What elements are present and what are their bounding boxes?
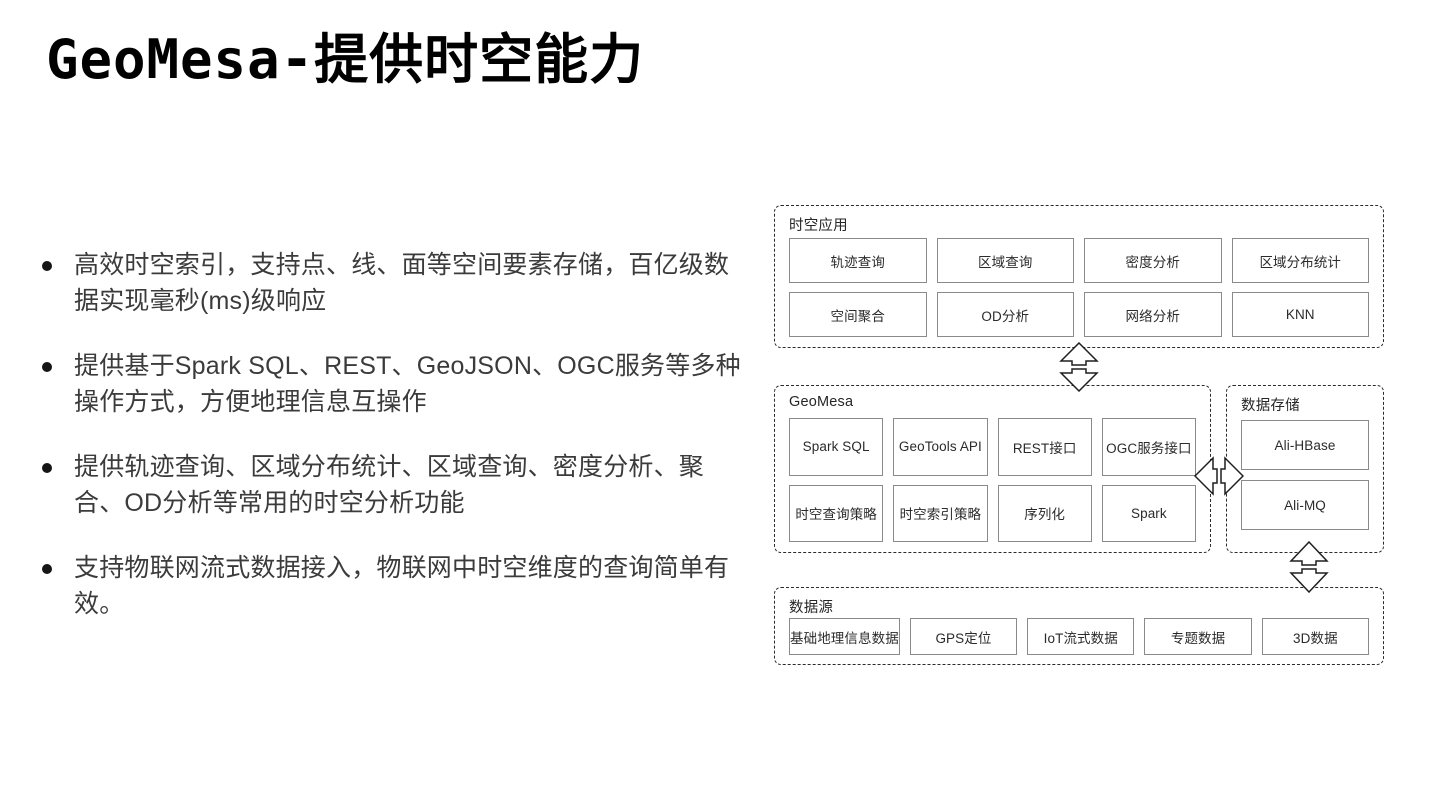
group-spatiotemporal-applications: 时空应用 轨迹查询 区域查询 密度分析 区域分布统计 空间聚合 OD分析 网络分… — [774, 205, 1384, 348]
node-box[interactable]: Spark SQL — [789, 418, 884, 476]
node-box[interactable]: 3D数据 — [1261, 618, 1369, 655]
group-body: 基础地理信息数据 GPS定位 IoT流式数据 专题数据 3D数据 — [789, 618, 1369, 655]
node-box[interactable]: 专题数据 — [1144, 618, 1252, 655]
list-item-text: 高效时空索引，支持点、线、面等空间要素存储，百亿级数据实现毫秒(ms)级响应 — [74, 251, 730, 315]
double-arrow-vertical-icon — [1056, 342, 1102, 392]
node-row: Spark SQL GeoTools API REST接口 OGC服务接口 — [789, 418, 1196, 476]
node-box[interactable]: GPS定位 — [909, 618, 1018, 655]
bullet-dot-icon — [42, 463, 52, 473]
list-item: 提供基于Spark SQL、REST、GeoJSON、OGC服务等多种操作方式，… — [36, 349, 748, 420]
architecture-diagram: 时空应用 轨迹查询 区域查询 密度分析 区域分布统计 空间聚合 OD分析 网络分… — [774, 205, 1384, 665]
list-item-text: 提供基于Spark SQL、REST、GeoJSON、OGC服务等多种操作方式，… — [74, 352, 741, 416]
bullet-dot-icon — [42, 362, 52, 372]
group-label: 数据存储 — [1241, 398, 1300, 414]
node-box[interactable]: GeoTools API — [893, 418, 988, 476]
node-box[interactable]: 区域查询 — [936, 238, 1074, 283]
group-label: 时空应用 — [789, 218, 848, 234]
group-data-storage: 数据存储 Ali-HBase Ali-MQ — [1226, 385, 1384, 553]
node-row: 基础地理信息数据 GPS定位 IoT流式数据 专题数据 3D数据 — [789, 618, 1369, 655]
group-geomesa: GeoMesa Spark SQL GeoTools API REST接口 OG… — [774, 385, 1211, 553]
node-box[interactable]: REST接口 — [997, 418, 1092, 476]
node-box[interactable]: Ali-HBase — [1241, 420, 1369, 470]
node-row: Ali-HBase — [1241, 420, 1369, 470]
node-box[interactable]: 时空查询策略 — [789, 484, 884, 542]
page-title: GeoMesa-提供时空能力 — [46, 28, 645, 91]
node-row: Ali-MQ — [1241, 480, 1369, 530]
node-box[interactable]: 密度分析 — [1084, 238, 1222, 283]
node-box[interactable]: 序列化 — [997, 484, 1092, 542]
node-box[interactable]: 区域分布统计 — [1231, 238, 1369, 283]
bullet-dot-icon — [42, 564, 52, 574]
list-item-text: 支持物联网流式数据接入，物联网中时空维度的查询简单有效。 — [74, 554, 730, 618]
group-body: 轨迹查询 区域查询 密度分析 区域分布统计 空间聚合 OD分析 网络分析 KNN — [789, 238, 1369, 337]
node-box[interactable]: KNN — [1231, 292, 1369, 337]
group-body: Ali-HBase Ali-MQ — [1241, 420, 1369, 540]
group-label: GeoMesa — [789, 394, 854, 410]
node-box[interactable]: 基础地理信息数据 — [789, 618, 900, 655]
list-item-text: 提供轨迹查询、区域分布统计、区域查询、密度分析、聚合、OD分析等常用的时空分析功… — [74, 453, 705, 517]
bullet-dot-icon — [42, 261, 52, 271]
list-item: 提供轨迹查询、区域分布统计、区域查询、密度分析、聚合、OD分析等常用的时空分析功… — [36, 450, 748, 521]
list-item: 高效时空索引，支持点、线、面等空间要素存储，百亿级数据实现毫秒(ms)级响应 — [36, 248, 748, 319]
double-arrow-horizontal-icon — [1194, 453, 1244, 499]
node-box[interactable]: IoT流式数据 — [1027, 618, 1135, 655]
node-box[interactable]: 时空索引策略 — [893, 484, 988, 542]
group-label: 数据源 — [789, 600, 834, 616]
node-box[interactable]: 空间聚合 — [789, 292, 927, 337]
node-box[interactable]: Ali-MQ — [1241, 480, 1369, 530]
group-data-source: 数据源 基础地理信息数据 GPS定位 IoT流式数据 专题数据 3D数据 — [774, 587, 1384, 665]
node-box[interactable]: OGC服务接口 — [1101, 418, 1196, 476]
double-arrow-vertical-icon — [1286, 541, 1332, 593]
node-box[interactable]: OD分析 — [936, 292, 1074, 337]
node-box[interactable]: Spark — [1101, 484, 1196, 542]
node-box[interactable]: 网络分析 — [1084, 292, 1222, 337]
node-row: 空间聚合 OD分析 网络分析 KNN — [789, 292, 1369, 337]
node-row: 轨迹查询 区域查询 密度分析 区域分布统计 — [789, 238, 1369, 283]
group-body: Spark SQL GeoTools API REST接口 OGC服务接口 时空… — [789, 418, 1196, 542]
list-item: 支持物联网流式数据接入，物联网中时空维度的查询简单有效。 — [36, 551, 748, 622]
node-box[interactable]: 轨迹查询 — [789, 238, 927, 283]
node-row: 时空查询策略 时空索引策略 序列化 Spark — [789, 484, 1196, 542]
bullet-list: 高效时空索引，支持点、线、面等空间要素存储，百亿级数据实现毫秒(ms)级响应 提… — [36, 248, 748, 622]
